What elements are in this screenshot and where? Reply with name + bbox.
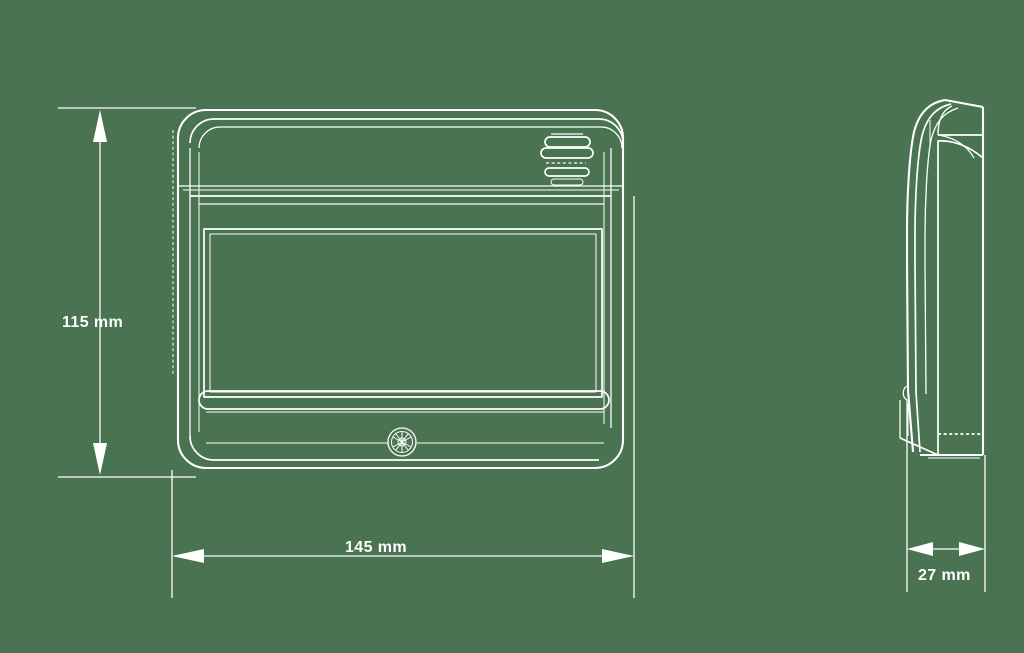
depth-arrow-right	[959, 542, 985, 556]
speaker-grille-icon	[540, 133, 594, 186]
dimension-height: 115 mm	[58, 107, 196, 478]
height-arrow-up	[93, 110, 107, 142]
side-view	[899, 98, 985, 459]
front-top-bezel-band	[178, 185, 623, 205]
dimension-depth: 27 mm	[906, 400, 986, 592]
side-front-notch	[899, 385, 909, 438]
front-display-bezel	[203, 228, 603, 398]
front-view	[172, 108, 625, 470]
width-arrow-right	[602, 549, 634, 563]
height-arrow-down	[93, 443, 107, 475]
depth-arrow-left	[907, 542, 933, 556]
side-top-edge	[944, 98, 984, 109]
side-inner-dome	[937, 140, 984, 455]
side-top-bracket	[929, 105, 983, 159]
dimension-label-depth: 27 mm	[918, 567, 971, 584]
badge-emblem-icon	[387, 427, 417, 457]
dimension-label-width: 145 mm	[345, 539, 407, 556]
width-arrow-left	[172, 549, 204, 563]
dimension-width: 145 mm	[171, 196, 635, 598]
front-housing-outline	[176, 108, 625, 470]
side-base-foot	[899, 433, 983, 459]
side-front-profile	[905, 98, 959, 453]
front-bottom-lip	[198, 390, 610, 413]
dimension-label-height: 115 mm	[62, 314, 123, 331]
